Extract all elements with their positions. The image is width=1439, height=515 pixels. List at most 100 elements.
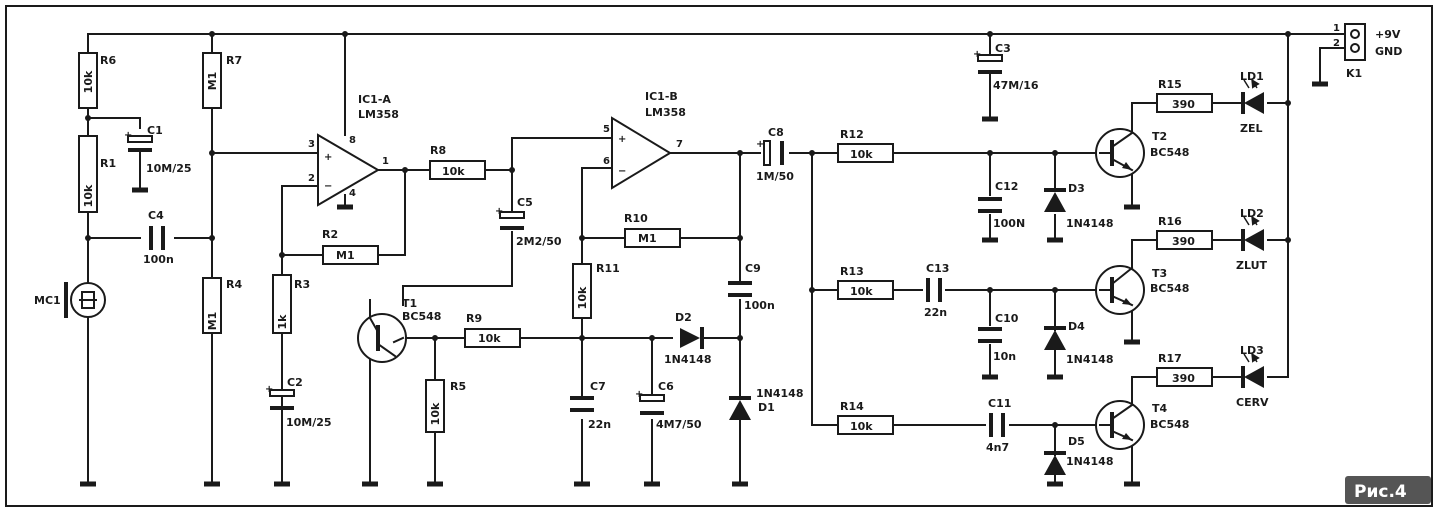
svg-text:R17: R17 [1158,352,1182,365]
led-ld3: LD3 CERV [1236,344,1269,409]
junctions [85,31,1291,428]
capacitor-c10: C10 10n [978,312,1019,363]
svg-text:C10: C10 [995,312,1019,325]
svg-text:LD1: LD1 [1240,70,1264,83]
svg-text:C6: C6 [658,380,674,393]
svg-text:D1: D1 [758,401,775,414]
svg-text:100n: 100n [744,299,775,312]
capacitor-c2: + C2 10M/25 [265,376,332,429]
resistor-r11: 10k R11 [572,262,620,319]
svg-text:LM358: LM358 [358,108,399,121]
svg-text:390: 390 [1172,98,1195,111]
svg-text:IC1-A: IC1-A [358,93,391,106]
svg-text:ZLUT: ZLUT [1236,259,1268,272]
svg-text:10M/25: 10M/25 [146,162,192,175]
svg-text:R16: R16 [1158,215,1182,228]
svg-text:R2: R2 [322,228,338,241]
resistor-r17: 390 R17 [1156,352,1213,387]
svg-text:C1: C1 [147,124,163,137]
svg-text:C5: C5 [517,196,533,209]
capacitor-c5: + C5 2M2/50 [495,196,562,248]
diode-d2: D2 1N4148 [664,311,711,366]
svg-text:T1: T1 [402,297,417,310]
svg-text:3: 3 [308,139,315,150]
svg-text:10M/25: 10M/25 [286,416,332,429]
svg-text:T4: T4 [1152,402,1168,415]
svg-text:C4: C4 [148,209,164,222]
svg-text:R10: R10 [624,212,648,225]
svg-text:LD2: LD2 [1240,207,1264,220]
svg-text:K1: K1 [1346,67,1362,80]
svg-text:R3: R3 [294,278,310,291]
resistor-r13: 10k R13 [837,265,894,300]
svg-text:R4: R4 [226,278,242,291]
led-ld1: LD1 ZEL [1240,70,1264,135]
svg-text:2: 2 [308,173,315,184]
svg-text:R11: R11 [596,262,620,275]
transistor-t2: T2 BC548 [1095,128,1189,178]
svg-text:IC1-B: IC1-B [645,90,678,103]
svg-text:10k: 10k [576,286,589,309]
svg-text:R7: R7 [226,54,242,67]
svg-text:R9: R9 [466,312,482,325]
capacitor-c9: C9 100n [728,262,775,312]
resistor-r5: 10k R5 [425,379,466,433]
capacitor-c4: C4 100n [143,209,174,266]
svg-text:+: + [495,206,503,217]
svg-text:CERV: CERV [1236,396,1269,409]
svg-text:+: + [973,49,981,60]
resistor-r14: 10k R14 [837,400,894,435]
resistor-r4: M1 R4 [202,277,242,334]
svg-text:LD3: LD3 [1240,344,1264,357]
svg-text:T2: T2 [1152,130,1167,143]
diode-d4: D4 1N4148 [1044,320,1113,366]
svg-text:LM358: LM358 [645,106,686,119]
svg-text:10k: 10k [442,165,465,178]
diode-d3: D3 1N4148 [1044,182,1113,230]
opamp-ic1a: + − 3 2 1 8 4 IC1-A LM358 [308,93,399,207]
svg-text:10k: 10k [82,184,95,207]
ground-symbols [80,81,1328,487]
svg-text:C9: C9 [745,262,761,275]
svg-text:6: 6 [603,156,610,167]
svg-text:R14: R14 [840,400,864,413]
resistor-r8: 10k R8 [429,144,486,180]
svg-text:1N4148: 1N4148 [1066,353,1113,366]
svg-text:C12: C12 [995,180,1018,193]
svg-text:1: 1 [1333,23,1340,34]
svg-text:10k: 10k [850,420,873,433]
svg-text:D2: D2 [675,311,692,324]
transistor-t3: T3 BC548 [1095,265,1189,315]
svg-text:10k: 10k [82,70,95,93]
svg-text:C2: C2 [287,376,303,389]
svg-text:BC548: BC548 [1150,282,1189,295]
svg-text:100n: 100n [143,253,174,266]
capacitor-c12: C12 100N [978,180,1025,230]
svg-text:−: − [324,181,332,192]
svg-text:10n: 10n [993,350,1016,363]
svg-text:+9V: +9V [1375,28,1401,41]
diode-d5: D5 1N4148 [1044,435,1113,475]
svg-text:10k: 10k [850,148,873,161]
svg-text:+: + [124,130,132,141]
svg-text:M1: M1 [336,249,355,262]
svg-text:C11: C11 [988,397,1011,410]
svg-text:M1: M1 [638,232,657,245]
svg-text:100N: 100N [993,217,1025,230]
svg-text:R12: R12 [840,128,864,141]
svg-text:4n7: 4n7 [986,441,1009,454]
svg-text:22n: 22n [588,418,611,431]
svg-text:22n: 22n [924,306,947,319]
capacitor-c11: C11 4n7 [986,397,1011,454]
svg-text:10k: 10k [478,332,501,345]
svg-text:1N4148: 1N4148 [664,353,711,366]
svg-text:+: + [324,152,332,163]
svg-text:1N4148: 1N4148 [1066,217,1113,230]
svg-text:R1: R1 [100,157,116,170]
capacitor-c6: + C6 4M7/50 [635,380,702,431]
microphone-mc1: MC1 [34,282,106,318]
resistor-r7: M1 R7 [202,52,242,109]
connector-k1: 1 2 +9V GND K1 [1333,23,1402,80]
capacitor-c8: + C8 1M/50 [756,126,794,183]
svg-text:C3: C3 [995,42,1011,55]
